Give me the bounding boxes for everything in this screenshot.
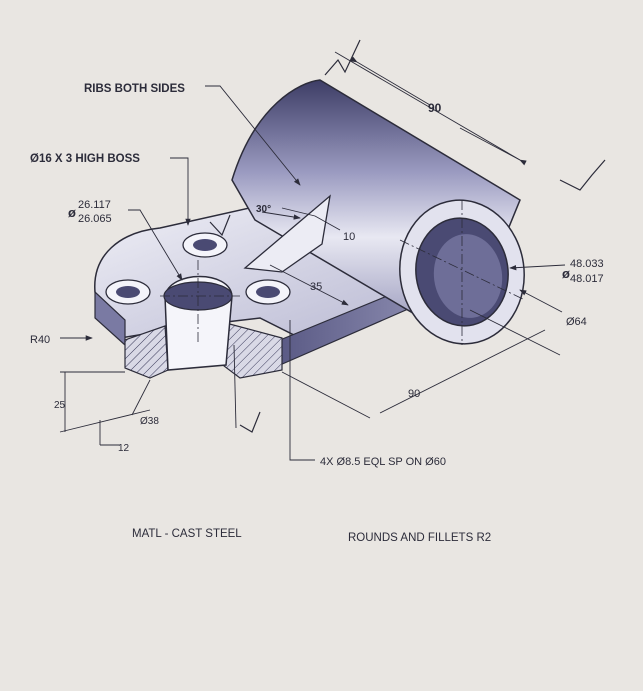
cyl-od: Ø64	[566, 316, 587, 328]
dim-90-bottom: 90	[408, 388, 420, 400]
bore-upper-limit: 26.117	[78, 199, 111, 211]
cylinder-bore-inner	[433, 234, 503, 318]
dia-38: Ø38	[140, 416, 159, 427]
dim-90-top: 90	[428, 101, 442, 115]
holes-callout: 4X Ø8.5 EQL SP ON Ø60	[320, 456, 446, 468]
rib	[243, 194, 331, 273]
radius-r40: R40	[30, 334, 50, 346]
rounds-note: ROUNDS AND FILLETS R2	[348, 532, 491, 544]
cyl-dia-symbol: ø	[562, 266, 570, 281]
center-lines	[160, 200, 526, 345]
dim-10: 10	[343, 231, 355, 243]
angle-30: 30°	[256, 204, 271, 215]
ribs-callout: RIBS BOTH SIDES	[84, 83, 185, 95]
boss-left	[105, 279, 151, 305]
cyl-bore-lower: 48.017	[570, 273, 604, 285]
cyl-bore-upper: 48.033	[570, 258, 604, 270]
dim-35: 35	[310, 281, 322, 293]
material-note: MATL - CAST STEEL	[132, 528, 242, 540]
dim-25: 25	[54, 400, 66, 411]
dim-12: 12	[118, 443, 130, 454]
bore-lower-limit: 26.065	[78, 213, 112, 225]
dimension-lines	[59, 51, 566, 461]
bore-dia-symbol: ø	[68, 205, 76, 220]
boss-top	[182, 232, 228, 258]
section-hatch-right	[221, 321, 283, 379]
boss-right	[245, 279, 291, 305]
surface-finish-marks	[209, 39, 606, 433]
section-hatch-left	[124, 325, 169, 379]
boss-callout: Ø16 X 3 HIGH BOSS	[30, 153, 140, 165]
